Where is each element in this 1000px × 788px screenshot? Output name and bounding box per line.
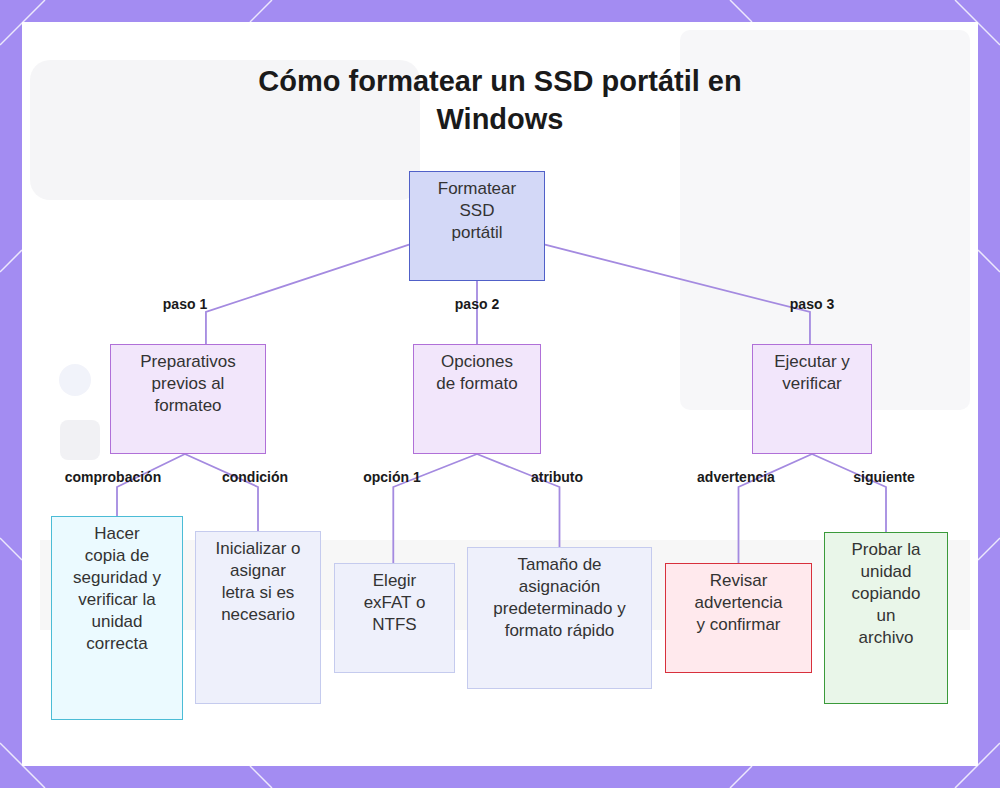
edge-label: siguiente bbox=[853, 469, 914, 485]
corner-line bbox=[0, 743, 45, 788]
check-box: Hacer copia de seguridad y verificar la … bbox=[51, 516, 183, 720]
connector-line bbox=[117, 454, 185, 516]
detail-box: Tamaño de asignación predeterminado y fo… bbox=[467, 547, 652, 689]
backdrop-shape bbox=[59, 364, 91, 396]
node-text: Inicializar o asignar letra si es necesa… bbox=[213, 538, 303, 626]
connector-line bbox=[206, 245, 409, 344]
node-text: Hacer copia de seguridad y verificar la … bbox=[73, 523, 161, 655]
edge-label: advertencia bbox=[697, 469, 775, 485]
corner-line bbox=[250, 0, 272, 22]
connector-line bbox=[812, 454, 886, 532]
canvas bbox=[22, 22, 978, 766]
edge-label: paso 1 bbox=[163, 296, 207, 312]
edge-label: opción 1 bbox=[363, 469, 421, 485]
edge-label: paso 2 bbox=[455, 296, 499, 312]
success-box: Probar la unidad copiando un archivo bbox=[824, 532, 948, 704]
detail-box: Inicializar o asignar letra si es necesa… bbox=[195, 531, 321, 704]
connector-line bbox=[185, 454, 258, 531]
node-text: Revisar advertencia y confirmar bbox=[689, 570, 789, 636]
corner-line bbox=[730, 0, 752, 22]
corner-line bbox=[730, 766, 752, 788]
corner-line bbox=[0, 538, 22, 560]
corner-line bbox=[955, 743, 1000, 788]
backdrop-shape bbox=[60, 420, 100, 460]
node-text: Tamaño de asignación predeterminado y fo… bbox=[490, 554, 630, 642]
corner-line bbox=[0, 0, 45, 45]
step-box: Opciones de formato bbox=[413, 344, 541, 454]
corner-line bbox=[978, 538, 1000, 560]
edge-label: condición bbox=[222, 469, 288, 485]
edge-label: atributo bbox=[531, 469, 583, 485]
detail-box: Elegir exFAT o NTFS bbox=[334, 563, 455, 673]
corner-line bbox=[978, 250, 1000, 272]
node-text: Probar la unidad copiando un archivo bbox=[847, 539, 925, 649]
corner-line bbox=[955, 0, 1000, 45]
connector-line bbox=[477, 454, 560, 547]
node-text: Preparativos previos al formateo bbox=[126, 351, 251, 417]
node-text: Formatear SSD portátil bbox=[435, 178, 520, 244]
corner-line bbox=[250, 766, 272, 788]
root-box: Formatear SSD portátil bbox=[409, 171, 545, 281]
connector-line bbox=[545, 245, 810, 344]
connector-line bbox=[476, 281, 478, 344]
node-text: Opciones de formato bbox=[435, 351, 520, 395]
corner-line bbox=[0, 250, 22, 272]
step-box: Preparativos previos al formateo bbox=[110, 344, 266, 454]
node-text: Ejecutar y verificar bbox=[765, 351, 860, 395]
step-box: Ejecutar y verificar bbox=[752, 344, 872, 454]
diagram-title: Cómo formatear un SSD portátil en Window… bbox=[220, 62, 780, 138]
edge-label: paso 3 bbox=[790, 296, 834, 312]
warning-box: Revisar advertencia y confirmar bbox=[665, 563, 812, 673]
node-text: Elegir exFAT o NTFS bbox=[355, 570, 435, 636]
edge-label: comprobación bbox=[65, 469, 161, 485]
